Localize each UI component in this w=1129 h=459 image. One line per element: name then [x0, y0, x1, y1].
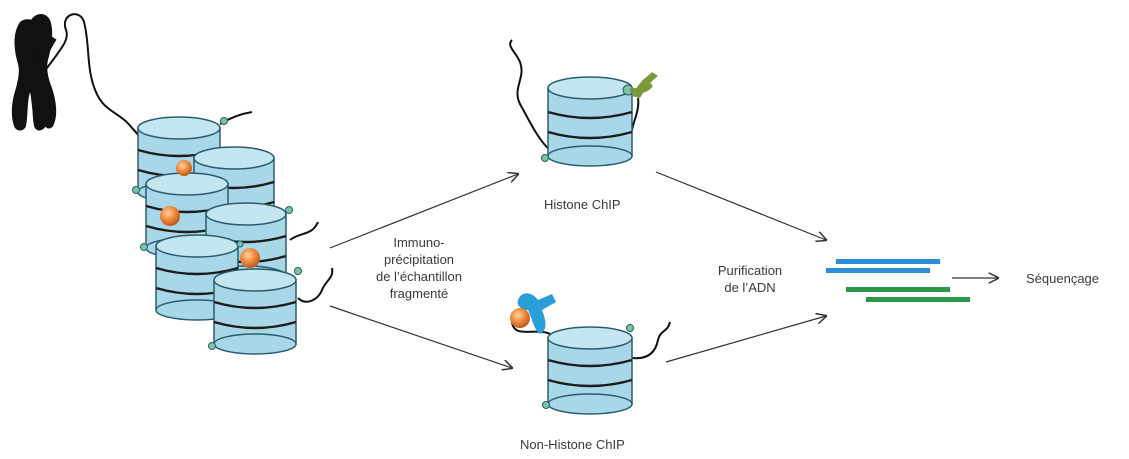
marker — [542, 401, 550, 409]
histone-tail-markers — [132, 117, 302, 350]
non-histone-chip-label: Non-Histone ChIP — [520, 437, 625, 452]
read-blue — [826, 268, 930, 273]
nucleosome — [213, 268, 297, 355]
histone-antibody-icon — [622, 72, 658, 98]
non-histone-antibody-icon — [510, 293, 556, 334]
immunoprecipitation-label: Immuno- précipitation de l’échantillon f… — [364, 234, 474, 302]
arrows — [329, 171, 998, 368]
label-line: Purification — [717, 263, 783, 278]
read-green — [866, 297, 970, 302]
sequencing-label: Séquençage — [1026, 271, 1100, 286]
read-blue — [836, 259, 940, 264]
label-line: Immuno- — [393, 235, 445, 250]
nucleosome-cluster — [137, 116, 297, 355]
dna-purification-label: Purification de l’ADN — [700, 262, 800, 296]
histone-chip-nucleosome — [547, 76, 633, 167]
read-green — [846, 287, 950, 292]
label-line: de l’échantillon — [375, 269, 462, 284]
marker — [541, 154, 549, 162]
histone-chip-label: Histone ChIP — [544, 197, 621, 212]
sequencing-reads — [826, 259, 970, 302]
protein-balls — [160, 160, 260, 268]
label-line: fragmenté — [389, 286, 449, 301]
marker — [626, 324, 634, 332]
label-line: précipitation — [383, 252, 455, 267]
label-line: de l’ADN — [724, 280, 776, 295]
non-histone-chip-nucleosome — [547, 326, 633, 415]
chromosome-icon — [11, 14, 57, 131]
